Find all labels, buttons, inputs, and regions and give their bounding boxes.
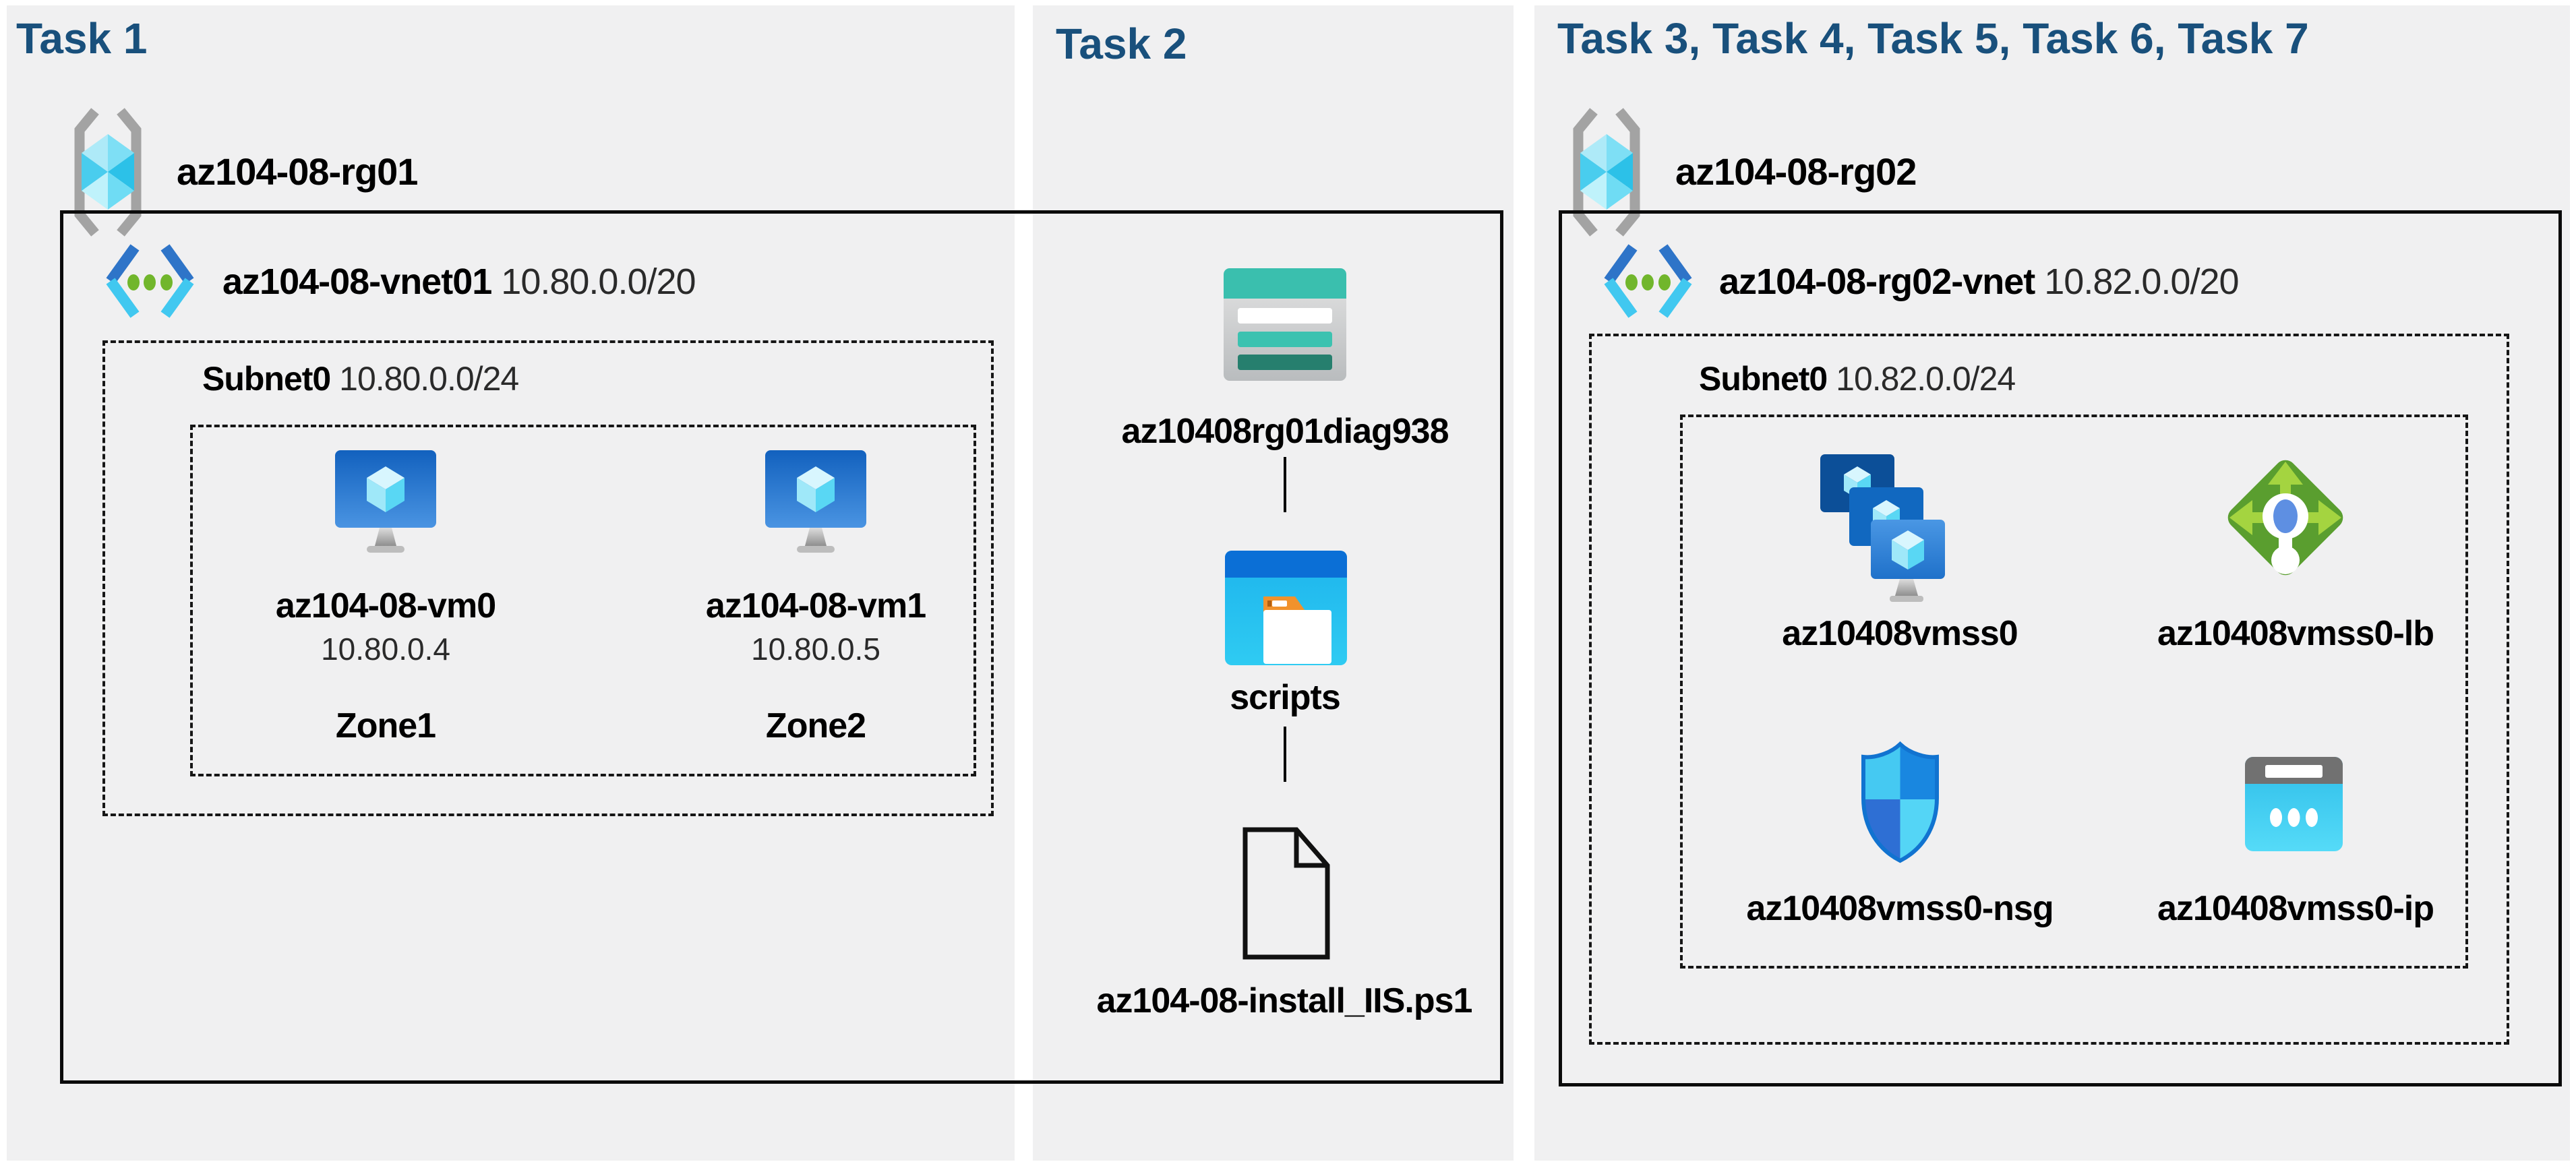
virtual-network-icon [106,244,194,318]
vnet02-cidr: 10.82.0.0/20 [2044,262,2239,302]
vmss-group-boundary [1680,415,2468,969]
vm-group-boundary [190,425,976,776]
task3-title: Task 3, Task 4, Task 5, Task 6, Task 7 [1557,14,2309,63]
subnet0-name-rg02: Subnet0 [1699,360,1828,398]
vnet02-label: az104-08-rg02-vnet 10.82.0.0/20 [1719,262,2240,302]
vm0-label: az104-08-vm0 [275,586,496,625]
subnet0-cidr-rg01: 10.80.0.0/24 [339,360,519,398]
vnet01-cidr: 10.80.0.0/20 [501,262,696,302]
subnet0-label-rg02: Subnet0 10.82.0.0/24 [1699,360,2016,398]
load-balancer-label: az10408vmss0-lb [2157,614,2434,653]
virtual-machine-icon [765,450,866,553]
vm-scale-set-icon [1820,454,1945,602]
vmss-label: az10408vmss0 [1782,614,2018,653]
subnet0-cidr-rg02: 10.82.0.0/24 [1836,360,2016,398]
subnet0-boundary-rg01 [102,340,994,816]
storage-account-icon [1224,268,1346,381]
task2-title: Task 2 [1056,20,1187,68]
nsg-label: az10408vmss0-nsg [1746,889,2054,928]
virtual-network-icon [1604,244,1692,318]
folder-icon [1225,551,1347,665]
vm0-ip: 10.80.0.4 [321,632,450,667]
connector-storage-folder [1284,457,1286,512]
vnet02-name: az104-08-rg02-vnet [1719,262,2035,302]
resource-group-icon [1573,108,1640,237]
vm1-zone: Zone2 [765,706,866,745]
file-icon [1242,827,1330,960]
subnet0-label-rg01: Subnet0 10.80.0.0/24 [202,360,519,398]
task1-title: Task 1 [16,14,148,63]
folder-label: scripts [1230,678,1341,717]
vm0-zone: Zone1 [335,706,436,745]
subnet0-name-rg01: Subnet0 [202,360,331,398]
vnet01-label: az104-08-vnet01 10.80.0.0/20 [222,264,696,300]
virtual-machine-icon [335,450,436,553]
resource-group-icon [74,108,142,237]
script-file-label: az104-08-install_IIS.ps1 [1096,981,1473,1020]
task1-panel [7,5,1015,1161]
subnet0-boundary-rg02 [1589,334,2509,1045]
rg02-boundary [1559,210,2562,1086]
storage-account-label: az10408rg01diag938 [1121,412,1449,451]
public-ip-label: az10408vmss0-ip [2157,889,2434,928]
vnet01-name: az104-08-vnet01 [222,262,492,302]
vm1-label: az104-08-vm1 [705,586,926,625]
rg01-label: az104-08-rg01 [177,150,418,193]
rg02-label: az104-08-rg02 [1675,150,1917,193]
network-security-group-icon [1861,741,1939,863]
load-balancer-icon [2227,460,2343,576]
public-ip-icon [2245,757,2343,851]
connector-folder-file [1284,727,1286,782]
rg01-boundary [60,210,1503,1084]
vm1-ip: 10.80.0.5 [751,632,880,667]
